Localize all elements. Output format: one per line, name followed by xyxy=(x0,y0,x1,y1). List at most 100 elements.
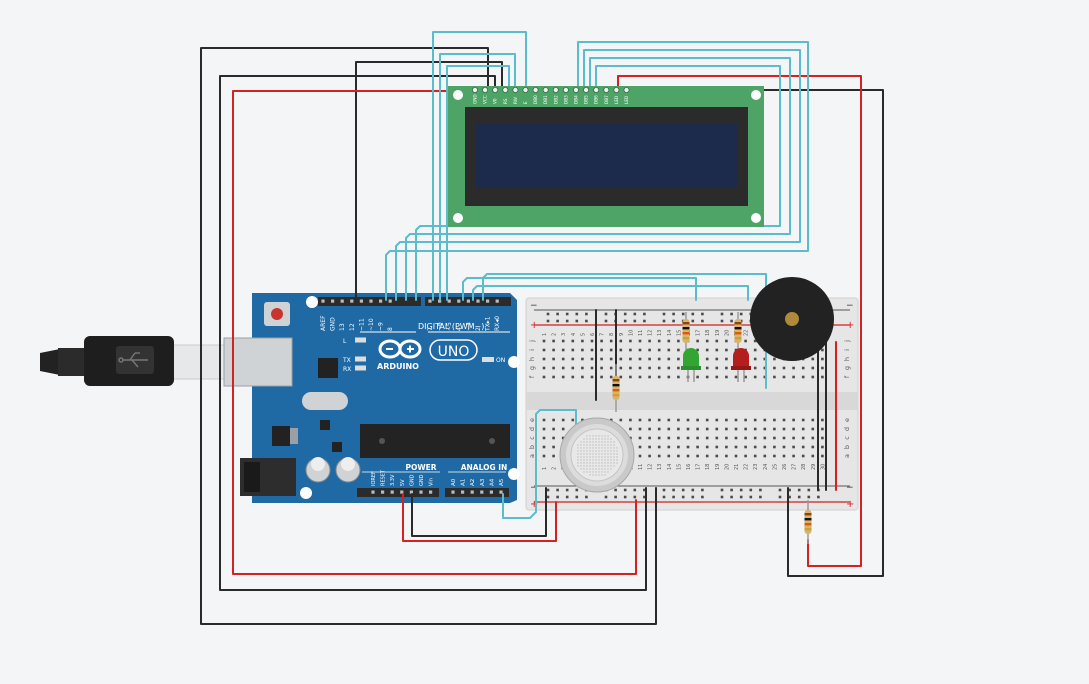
breadboard-hole[interactable] xyxy=(763,436,767,440)
breadboard-hole[interactable] xyxy=(638,339,642,343)
breadboard-hole[interactable] xyxy=(782,375,786,379)
breadboard-hole[interactable] xyxy=(734,427,738,431)
header-pin[interactable] xyxy=(495,299,499,303)
breadboard-hole[interactable] xyxy=(782,366,786,370)
rail-hole[interactable] xyxy=(565,312,569,316)
breadboard-hole[interactable] xyxy=(753,427,757,431)
breadboard-hole[interactable] xyxy=(657,366,661,370)
rail-hole[interactable] xyxy=(633,495,637,499)
breadboard-hole[interactable] xyxy=(715,348,719,352)
breadboard-hole[interactable] xyxy=(792,454,795,458)
breadboard-hole[interactable] xyxy=(667,339,671,343)
breadboard-hole[interactable] xyxy=(811,357,815,361)
breadboard-hole[interactable] xyxy=(811,418,815,422)
lcd-pin[interactable] xyxy=(512,87,519,94)
wire-cyan-lcd-db7[interactable] xyxy=(415,65,781,301)
rail-hole[interactable] xyxy=(672,319,675,323)
lcd-pin[interactable] xyxy=(542,87,549,94)
breadboard-hole[interactable] xyxy=(677,427,680,431)
breadboard-hole[interactable] xyxy=(792,445,795,449)
rail-hole[interactable] xyxy=(643,312,646,316)
breadboard-hole[interactable] xyxy=(581,375,584,379)
wire-black-gnd-loop-outer[interactable] xyxy=(200,47,657,625)
rail-hole[interactable] xyxy=(643,488,646,492)
breadboard-hole[interactable] xyxy=(581,348,584,352)
breadboard-hole[interactable] xyxy=(609,348,613,352)
breadboard-hole[interactable] xyxy=(763,454,767,458)
rail-hole[interactable] xyxy=(817,495,820,499)
breadboard-hole[interactable] xyxy=(821,454,824,458)
breadboard-hole[interactable] xyxy=(725,366,728,370)
breadboard-hole[interactable] xyxy=(725,454,728,458)
breadboard-hole[interactable] xyxy=(552,445,555,449)
breadboard-hole[interactable] xyxy=(542,375,546,379)
breadboard-hole[interactable] xyxy=(725,357,728,361)
breadboard-hole[interactable] xyxy=(763,445,767,449)
breadboard-hole[interactable] xyxy=(725,375,728,379)
rail-hole[interactable] xyxy=(701,319,704,323)
rail-hole[interactable] xyxy=(556,495,559,499)
breadboard-hole[interactable] xyxy=(552,375,555,379)
breadboard-hole[interactable] xyxy=(657,436,661,440)
breadboard-hole[interactable] xyxy=(542,366,546,370)
rail-hole[interactable] xyxy=(575,488,579,492)
rail-hole[interactable] xyxy=(720,488,724,492)
breadboard-hole[interactable] xyxy=(811,445,815,449)
lcd-pin[interactable] xyxy=(522,87,529,94)
breadboard-hole[interactable] xyxy=(705,454,709,458)
breadboard-hole[interactable] xyxy=(609,366,613,370)
breadboard-hole[interactable] xyxy=(773,357,776,361)
breadboard-hole[interactable] xyxy=(686,454,690,458)
rail-hole[interactable] xyxy=(759,495,762,499)
breadboard-hole[interactable] xyxy=(667,418,671,422)
rail-hole[interactable] xyxy=(691,488,695,492)
lcd-pin[interactable] xyxy=(593,87,600,94)
rail-hole[interactable] xyxy=(730,488,733,492)
rail-hole[interactable] xyxy=(662,319,666,323)
breadboard-hole[interactable] xyxy=(648,454,651,458)
breadboard-hole[interactable] xyxy=(801,454,805,458)
breadboard-hole[interactable] xyxy=(571,418,575,422)
rail-hole[interactable] xyxy=(807,488,811,492)
rail-hole[interactable] xyxy=(701,488,704,492)
breadboard-hole[interactable] xyxy=(821,436,824,440)
breadboard-hole[interactable] xyxy=(705,339,709,343)
rail-hole[interactable] xyxy=(575,319,579,323)
rail-hole[interactable] xyxy=(643,495,646,499)
resistor-pulldown[interactable] xyxy=(804,500,812,544)
breadboard-hole[interactable] xyxy=(705,445,709,449)
breadboard-hole[interactable] xyxy=(677,436,680,440)
breadboard-hole[interactable] xyxy=(677,366,680,370)
header-pin[interactable] xyxy=(400,490,404,494)
lcd-pin[interactable] xyxy=(502,87,509,94)
wire-cyan-sensor-a0[interactable] xyxy=(502,409,577,519)
rail-hole[interactable] xyxy=(749,488,753,492)
breadboard-hole[interactable] xyxy=(667,427,671,431)
header-pin[interactable] xyxy=(476,299,480,303)
breadboard-hole[interactable] xyxy=(705,427,709,431)
breadboard-hole[interactable] xyxy=(638,427,642,431)
breadboard-hole[interactable] xyxy=(581,357,584,361)
rail-hole[interactable] xyxy=(778,495,782,499)
breadboard-hole[interactable] xyxy=(657,445,661,449)
rail-hole[interactable] xyxy=(730,495,733,499)
lcd-pin[interactable] xyxy=(623,87,630,94)
breadboard-hole[interactable] xyxy=(629,427,632,431)
breadboard-hole[interactable] xyxy=(801,436,805,440)
rail-hole[interactable] xyxy=(730,312,733,316)
breadboard-hole[interactable] xyxy=(696,375,699,379)
breadboard-hole[interactable] xyxy=(753,366,757,370)
breadboard-hole[interactable] xyxy=(725,348,728,352)
rail-hole[interactable] xyxy=(701,312,704,316)
breadboard-hole[interactable] xyxy=(561,348,565,352)
header-pin[interactable] xyxy=(359,299,363,303)
breadboard-hole[interactable] xyxy=(619,375,623,379)
wire-black-power-gnd[interactable] xyxy=(411,487,547,537)
breadboard-hole[interactable] xyxy=(677,357,680,361)
breadboard-hole[interactable] xyxy=(773,436,776,440)
breadboard-hole[interactable] xyxy=(638,418,642,422)
breadboard-hole[interactable] xyxy=(590,375,594,379)
rail-hole[interactable] xyxy=(681,495,685,499)
